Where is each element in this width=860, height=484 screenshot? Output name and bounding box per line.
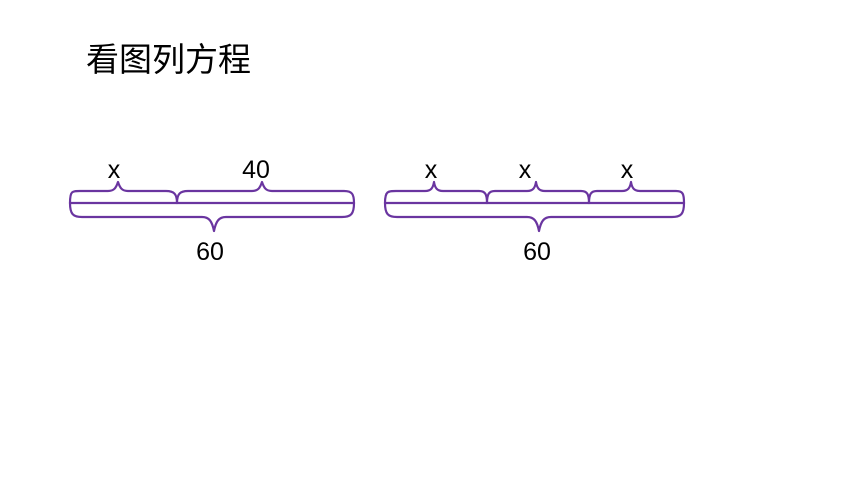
page-title: 看图列方程 <box>86 40 251 79</box>
diagram-2-top-brace-1 <box>383 180 489 205</box>
diagram-1-top-label-2: 40 <box>242 156 270 184</box>
diagram-2-top-label-2: x <box>519 156 532 184</box>
diagram-1-bottom-label: 60 <box>196 238 224 266</box>
diagram-2: x x x 60 <box>383 156 686 266</box>
diagram-1-bottom-brace <box>68 201 356 233</box>
diagram-2-top-brace-3 <box>587 180 686 205</box>
diagram-1: x 40 60 <box>68 156 356 266</box>
diagram-2-bottom-label: 60 <box>523 238 551 266</box>
diagram-1-top-brace-2 <box>175 180 356 205</box>
diagram-2-bottom-brace <box>383 201 686 233</box>
diagram-1-top-label-1: x <box>108 156 121 184</box>
diagram-1-top-brace-1 <box>68 180 179 205</box>
diagram-2-top-label-1: x <box>425 156 438 184</box>
diagram-2-top-brace-2 <box>485 180 591 205</box>
diagram-2-top-label-3: x <box>621 156 634 184</box>
